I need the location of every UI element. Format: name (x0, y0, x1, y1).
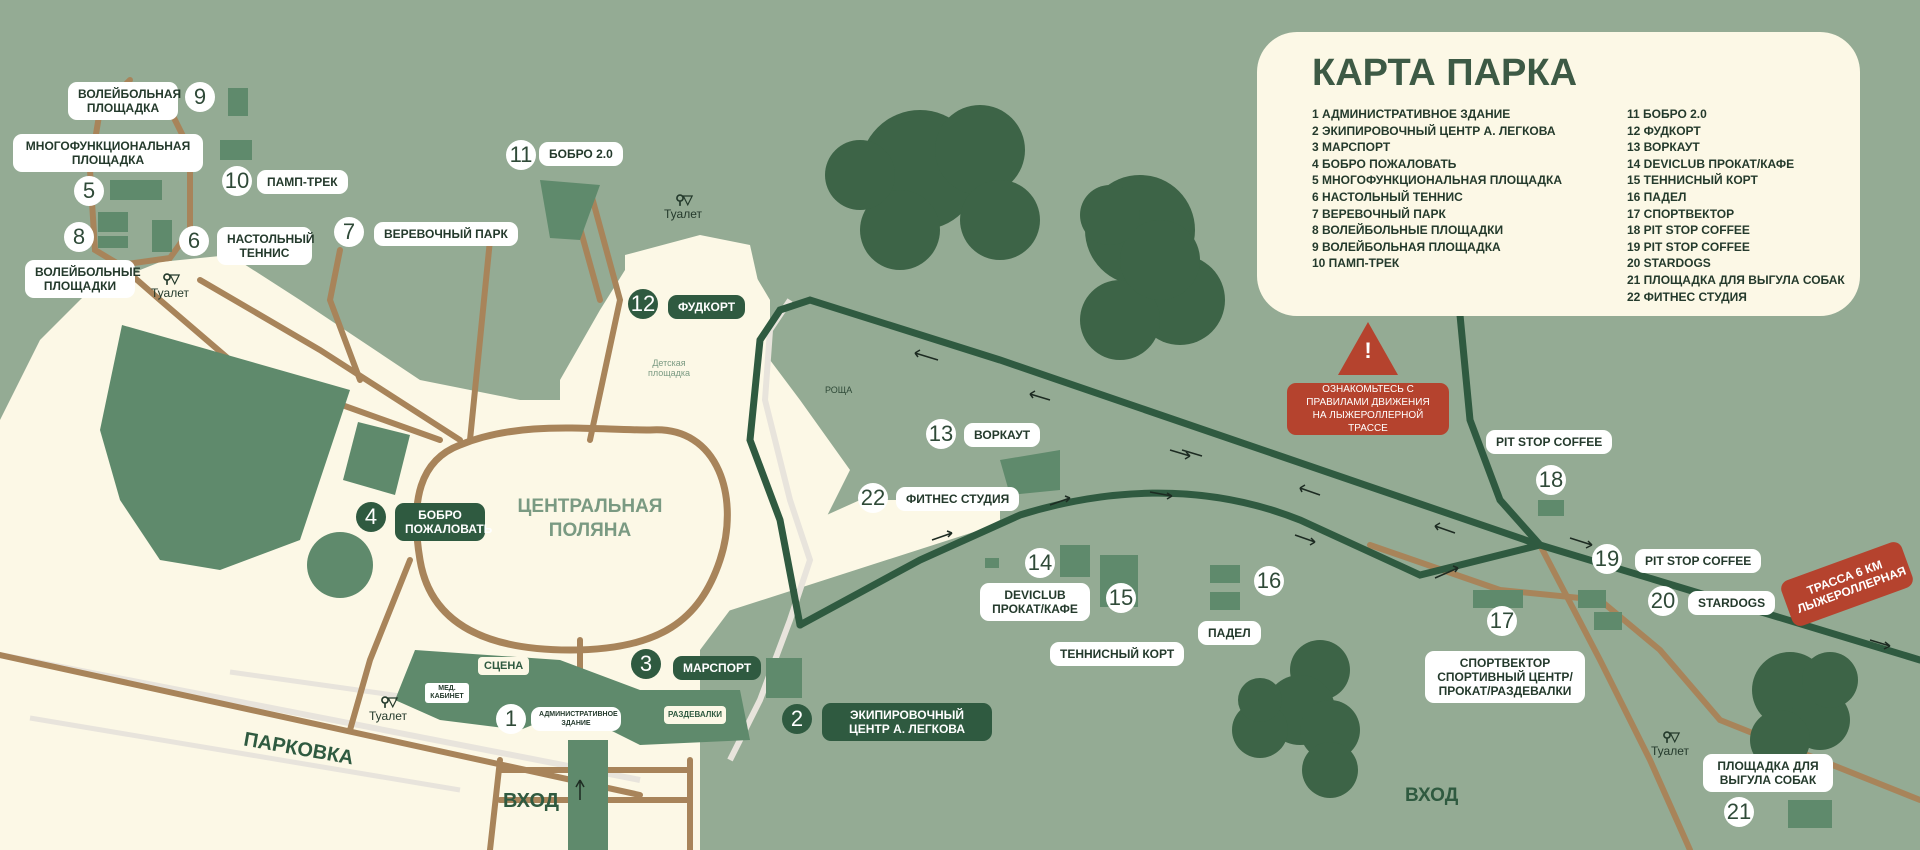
marker-22[interactable]: 22 (858, 483, 888, 513)
marker-6[interactable]: 6 (179, 226, 209, 256)
area-grove: РОЩА (825, 385, 853, 395)
area-entrance-left: ВХОД (503, 790, 560, 812)
legend-item: 14 DEVICLUB ПРОКАТ/КАФЕ (1627, 156, 1795, 171)
label-padel[interactable]: ПАДЕЛ (1198, 621, 1261, 645)
label-bobro-2[interactable]: БОБРО 2.0 (539, 142, 623, 166)
legend-item: 13 ВОРКАУТ (1627, 140, 1700, 155)
label-pump-track[interactable]: ПАМП-ТРЕК (257, 170, 348, 194)
central-loop-path (412, 424, 731, 654)
marker-9[interactable]: 9 (185, 82, 215, 112)
toilet-marker-4: ⚲▽Туалет (1640, 729, 1700, 759)
legend-column-1: 1 АДМИНИСТРАТИВНОЕ ЗДАНИЕ 2 ЭКИПИРОВОЧНЫЙ… (1312, 106, 1562, 272)
toilet-icon: ⚲▽ (1662, 729, 1680, 744)
marker-18[interactable]: 18 (1536, 465, 1566, 495)
marker-21[interactable]: 21 (1724, 797, 1754, 827)
label-admin-building[interactable]: АДМИНИСТРАТИВНОЕ ЗДАНИЕ (531, 707, 621, 731)
label-workout[interactable]: ВОРКАУТ (964, 423, 1041, 447)
label-equipment-center[interactable]: ЭКИПИРОВОЧНЫЙ ЦЕНТР А. ЛЕГКОВА (822, 703, 992, 741)
marker-15[interactable]: 15 (1106, 583, 1136, 613)
marker-19[interactable]: 19 (1592, 544, 1622, 574)
legend-item: 6 НАСТОЛЬНЫЙ ТЕННИС (1312, 189, 1463, 204)
marker-12[interactable]: 12 (628, 289, 658, 319)
warning-message: ОЗНАКОМЬТЕСЬ С ПРАВИЛАМИ ДВИЖЕНИЯ НА ЛЫЖ… (1287, 383, 1449, 435)
legend-item: 20 STARDOGS (1627, 256, 1711, 271)
marker-5[interactable]: 5 (74, 176, 104, 206)
label-med-office: МЕД. КАБИНЕТ (425, 683, 469, 703)
toilet-icon: ⚲▽ (675, 192, 693, 207)
marker-14[interactable]: 14 (1025, 548, 1055, 578)
label-pit-stop-coffee-19[interactable]: PIT STOP COFFEE (1635, 549, 1762, 573)
legend-item: 9 ВОЛЕЙБОЛЬНАЯ ПЛОЩАДКА (1312, 239, 1501, 254)
label-fitness-studio[interactable]: ФИТНЕС СТУДИЯ (896, 487, 1020, 511)
legend-item: 17 СПОРТВЕКТОР (1627, 206, 1735, 221)
label-sportvektor[interactable]: СПОРТВЕКТОР СПОРТИВНЫЙ ЦЕНТР/ ПРОКАТ/РАЗ… (1425, 651, 1585, 703)
label-dog-park[interactable]: ПЛОЩАДКА ДЛЯ ВЫГУЛА СОБАК (1703, 754, 1833, 792)
label-food-court[interactable]: ФУДКОРТ (668, 295, 746, 319)
legend-item: 18 PIT STOP COFFEE (1627, 223, 1750, 238)
legend-item: 22 ФИТНЕС СТУДИЯ (1627, 289, 1747, 304)
marker-2[interactable]: 2 (782, 704, 812, 734)
legend-item: 1 АДМИНИСТРАТИВНОЕ ЗДАНИЕ (1312, 107, 1511, 121)
marker-7[interactable]: 7 (334, 217, 364, 247)
legend-item: 19 PIT STOP COFFEE (1627, 239, 1750, 254)
label-pit-stop-coffee-18[interactable]: PIT STOP COFFEE (1486, 430, 1613, 454)
area-entrance-right: ВХОД (1405, 785, 1459, 806)
legend-title: КАРТА ПАРКА (1312, 52, 1578, 94)
direction-arrows (575, 349, 1891, 800)
tree-clusters (825, 105, 1858, 798)
parking-road-3 (229, 669, 401, 699)
toilet-icon: ⚲▽ (380, 694, 398, 709)
marker-20[interactable]: 20 (1648, 586, 1678, 616)
label-stage: СЦЕНА (478, 657, 530, 675)
legend-panel: КАРТА ПАРКА 1 АДМИНИСТРАТИВНОЕ ЗДАНИЕ 2 Э… (1257, 32, 1860, 316)
label-multifunction-court[interactable]: МНОГОФУНКЦИОНАЛЬНАЯ ПЛОЩАДКА (13, 134, 203, 172)
toilet-icon: ⚲▽ (162, 271, 180, 286)
label-volleyball-courts[interactable]: ВОЛЕЙБОЛЬНЫЕ ПЛОЩАДКИ (25, 260, 141, 298)
legend-item: 10 ПАМП-ТРЕК (1312, 256, 1400, 271)
toilet-marker-3: ⚲▽Туалет (358, 694, 418, 724)
warning-triangle-icon (1338, 322, 1398, 375)
legend-item: 7 ВЕРЕВОЧНЫЙ ПАРК (1312, 206, 1446, 221)
label-deviclub[interactable]: DEVICLUB ПРОКАТ/КАФЕ (980, 583, 1090, 621)
buildings (98, 88, 1832, 850)
marker-1[interactable]: 1 (496, 704, 526, 734)
label-welcome[interactable]: БОБРО ПОЖАЛОВАТЬ (395, 503, 492, 541)
label-rope-park[interactable]: ВЕРЕВОЧНЫЙ ПАРК (374, 222, 518, 246)
service-road (727, 298, 814, 762)
legend-item: 8 ВОЛЕЙБОЛЬНЫЕ ПЛОЩАДКИ (1312, 223, 1504, 238)
legend-item: 12 ФУДКОРТ (1627, 123, 1701, 138)
ground-area-top (625, 235, 760, 310)
toilet-marker-1: ⚲▽Туалет (653, 192, 713, 222)
marker-17[interactable]: 17 (1487, 606, 1517, 636)
warning-symbol: ! (1364, 338, 1372, 363)
marker-4[interactable]: 4 (356, 502, 386, 532)
legend-item: 5 МНОГОФУНКЦИОНАЛЬНАЯ ПЛОЩАДКА (1312, 173, 1563, 188)
marker-13[interactable]: 13 (926, 419, 956, 449)
parking-road-2 (29, 715, 461, 793)
legend-item: 2 ЭКИПИРОВОЧНЫЙ ЦЕНТР А. ЛЕГКОВА (1312, 123, 1556, 138)
marker-11[interactable]: 11 (506, 140, 536, 170)
legend-item: 11 БОБРО 2.0 (1627, 107, 1707, 121)
label-stardogs[interactable]: STARDOGS (1688, 591, 1776, 615)
label-changing-rooms: РАЗДЕВАЛКИ (664, 706, 726, 724)
label-table-tennis[interactable]: НАСТОЛЬНЫЙ ТЕННИС (217, 227, 315, 265)
legend-item: 21 ПЛОЩАДКА ДЛЯ ВЫГУЛА СОБАК (1627, 272, 1845, 287)
marker-10[interactable]: 10 (222, 166, 252, 196)
legend-item: 3 МАРСПОРТ (1312, 140, 1391, 155)
legend-item: 15 ТЕННИСНЫЙ КОРТ (1627, 173, 1758, 188)
label-marsport[interactable]: МАРСПОРТ (673, 656, 762, 680)
area-central-meadow: ЦЕНТРАЛЬНАЯ ПОЛЯНА (517, 496, 663, 541)
label-tennis-court[interactable]: ТЕННИСНЫЙ КОРТ (1050, 642, 1185, 666)
toilet-marker-2: ⚲▽Туалет (140, 271, 200, 301)
area-kids-playground: Детская площадка (647, 358, 691, 378)
marker-16[interactable]: 16 (1254, 566, 1284, 596)
marker-3[interactable]: 3 (631, 649, 661, 679)
legend-item: 4 БОБРО ПОЖАЛОВАТЬ (1312, 156, 1457, 171)
legend-item: 16 ПАДЕЛ (1627, 189, 1687, 204)
label-volleyball-court[interactable]: ВОЛЕЙБОЛЬНАЯ ПЛОЩАДКА (68, 82, 181, 120)
entrance-area (700, 500, 1000, 620)
marker-8[interactable]: 8 (64, 222, 94, 252)
